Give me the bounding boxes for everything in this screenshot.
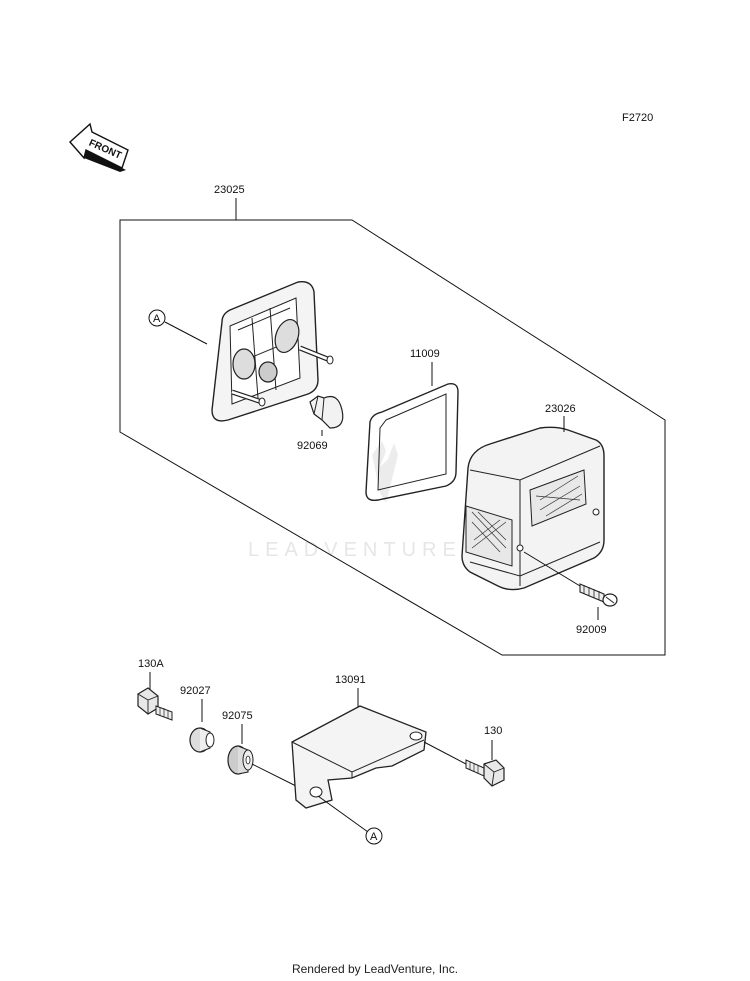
footer-credit: Rendered by LeadVenture, Inc.	[291, 962, 459, 976]
callout-23025: 23025	[214, 184, 245, 196]
grommet-92075-part	[227, 745, 254, 775]
callout-13091: 13091	[335, 674, 366, 686]
svg-text:A: A	[370, 831, 378, 843]
callout-23026: 23026	[545, 403, 576, 415]
collar-92027-part	[189, 727, 215, 753]
svg-text:A: A	[153, 313, 161, 325]
leadventure-watermark: LEADVENTURE	[248, 441, 462, 561]
callout-130A: 130A	[138, 658, 164, 670]
callout-11009: 11009	[410, 348, 440, 360]
mount-line	[251, 763, 297, 787]
front-arrow-icon: FRONT	[69, 122, 129, 172]
figure-code: F2720	[622, 112, 653, 124]
mount-line-right	[423, 741, 467, 765]
callout-92027: 92027	[180, 685, 211, 697]
callout-92009: 92009	[576, 624, 607, 636]
gasket-part	[365, 382, 459, 502]
watermark-text: LEADVENTURE	[248, 539, 462, 561]
assembly-outline	[119, 219, 666, 656]
bracket-13091-part	[291, 705, 427, 809]
bulb-part	[309, 395, 344, 429]
lens-cover-part	[461, 426, 605, 591]
bolt-130a-part	[137, 687, 173, 721]
callout-92075: 92075	[222, 710, 253, 722]
callout-130: 130	[484, 725, 502, 737]
ref-a-bottom: A	[317, 795, 383, 845]
screw-92009-part	[523, 551, 618, 607]
ref-a-top: A	[148, 309, 208, 345]
lamp-base-part	[211, 281, 334, 422]
bolt-130-part	[465, 759, 505, 787]
callout-92069: 92069	[297, 440, 328, 452]
